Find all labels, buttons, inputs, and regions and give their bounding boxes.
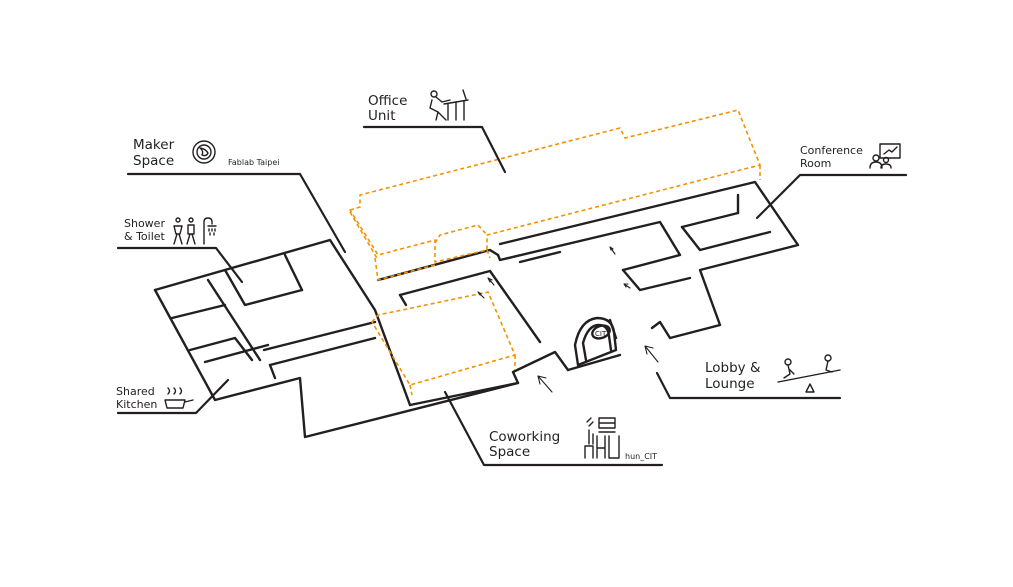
maker-space-leader <box>126 172 347 254</box>
shower-icon <box>203 217 217 245</box>
lobby-lounge-label-line2: Lounge <box>705 376 755 392</box>
cit-sign: CIT <box>573 316 618 367</box>
label-conference-room: Conference Room <box>800 144 863 170</box>
cooking-pot-icon <box>164 387 194 409</box>
label-shared-kitchen: Shared Kitchen <box>116 385 157 411</box>
coworking-leader <box>443 390 664 467</box>
coworking-label-line1: Coworking <box>489 429 560 445</box>
hun-logo-icon <box>584 417 620 459</box>
direction-arrows <box>477 246 659 393</box>
label-maker-space: Maker Space Fablab Taipei <box>133 137 280 169</box>
maker-space-label-line1: Maker <box>133 137 175 153</box>
maker-space-label-line2: Space <box>133 153 174 169</box>
shower-toilet-leader <box>116 246 244 284</box>
label-shower-toilet: Shower & Toilet <box>124 217 166 243</box>
seesaw-icon <box>777 354 841 393</box>
shower-toilet-label-line2: & Toilet <box>124 230 166 243</box>
label-lobby-lounge: Lobby & Lounge <box>705 360 761 392</box>
arrow-corridor-1 <box>477 291 485 299</box>
office-unit-label-line2: Unit <box>368 108 395 124</box>
leader-lines <box>116 125 908 467</box>
arrow-corridor-2 <box>487 277 495 286</box>
hun-cit-label: hun_CIT <box>625 452 657 461</box>
coworking-label-line2: Space <box>489 444 530 460</box>
restroom-icon <box>173 217 196 245</box>
gear-globe-icon <box>192 140 216 164</box>
shared-kitchen-label-line1: Shared <box>116 385 155 398</box>
arrow-corridor-3 <box>609 246 616 255</box>
conference-room-leader <box>755 173 908 220</box>
office-unit-label-line1: Office <box>368 93 407 109</box>
shared-kitchen-leader <box>116 378 230 415</box>
conference-room-label-line1: Conference <box>800 144 863 157</box>
conference-room-label-line2: Room <box>800 157 831 170</box>
arrow-lobby-right <box>644 345 659 363</box>
lobby-lounge-label-line1: Lobby & <box>705 360 761 376</box>
label-office-unit: Office Unit <box>368 93 407 124</box>
floor-plan-walls <box>153 180 800 439</box>
office-unit-leader <box>362 125 507 174</box>
presentation-icon <box>869 143 901 169</box>
cit-logo-text: CIT <box>595 330 607 338</box>
shower-toilet-label-line1: Shower <box>124 217 165 230</box>
office-unit-volume <box>349 109 761 281</box>
arrow-corridor-4 <box>623 283 631 289</box>
label-coworking-space: Coworking Space hun_CIT <box>489 429 657 461</box>
coworking-volume <box>371 291 516 396</box>
lobby-lounge-leader <box>655 371 842 400</box>
desk-worker-icon <box>429 89 469 121</box>
arrow-lobby-left <box>537 375 553 393</box>
fablab-label: Fablab Taipei <box>228 158 280 167</box>
shared-kitchen-label-line2: Kitchen <box>116 398 157 411</box>
